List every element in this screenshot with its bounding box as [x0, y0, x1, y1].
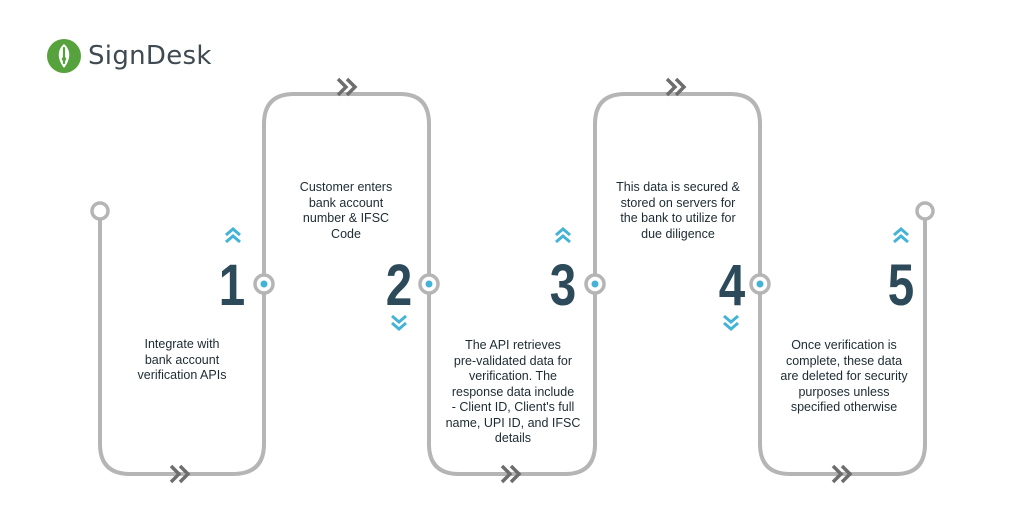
step-node-4 [749, 273, 771, 295]
direction-arrow-bottom-2 [500, 464, 522, 484]
step-3-line: details [494, 431, 532, 445]
step-number-5: 5 [888, 254, 914, 319]
direction-arrow-bottom-1 [169, 464, 191, 484]
pen-nib-leaf-icon [47, 39, 81, 73]
step-2-line: Code [331, 226, 361, 241]
chevron-down-icon-2 [391, 314, 407, 331]
step-4-line: stored on servers for [620, 195, 736, 210]
step-5-line: complete, these data [785, 353, 903, 368]
step-4-line: due diligence [641, 226, 715, 241]
chevron-up-icon-5 [893, 227, 909, 244]
step-1-line: Integrate with [144, 337, 220, 351]
step-description-4: This data is secured & stored on servers… [601, 180, 755, 242]
step-node-2 [418, 273, 440, 295]
direction-arrow-bottom-3 [831, 464, 853, 484]
step-2-line: number & IFSC [302, 211, 390, 225]
step-number-1: 1 [219, 254, 245, 319]
step-5-line: specified otherwise [790, 400, 898, 414]
step-number-2: 2 [386, 254, 412, 319]
step-description-1: Integrate with bank account verification… [112, 337, 252, 384]
step-2-line: Customer enters [299, 180, 393, 194]
step-3-line: - Client ID, Client's full [451, 400, 575, 414]
step-description-2: Customer enters bank account number & IF… [273, 180, 419, 242]
step-3-line: response data include [451, 384, 575, 399]
step-number-4: 4 [719, 254, 746, 319]
step-1-line: bank account [144, 352, 220, 367]
step-3-line: The API retrieves [465, 338, 561, 352]
chevron-up-icon-3 [555, 227, 571, 244]
step-4-line: the bank to utilize for [620, 211, 736, 225]
step-node-1 [253, 273, 275, 295]
step-node-3 [584, 273, 606, 295]
brand-name: SignDesk [88, 41, 212, 71]
end-node [915, 201, 935, 221]
direction-arrow-top-2 [665, 77, 687, 97]
step-4-line: This data is secured & [616, 180, 740, 194]
chevron-up-icon-1 [225, 227, 241, 244]
step-description-3: The API retrieves pre-validated data for… [437, 338, 589, 447]
step-5-line: purposes unless [798, 384, 890, 399]
step-5-line: Once verification is [791, 338, 897, 352]
step-number-3: 3 [550, 254, 576, 319]
step-3-line: pre-validated data for [453, 353, 573, 368]
step-3-line: name, UPI ID, and IFSC [445, 415, 581, 430]
step-1-line: verification APIs [137, 368, 227, 382]
direction-arrow-top-1 [336, 77, 358, 97]
step-5-line: are deleted for security [780, 369, 908, 383]
step-description-5: Once verification is complete, these dat… [768, 338, 920, 416]
step-2-line: bank account [308, 195, 384, 210]
signdesk-logo: SignDesk [46, 36, 212, 76]
start-node [90, 201, 110, 221]
chevron-down-icon-4 [723, 314, 739, 331]
step-3-line: verification. The [468, 369, 557, 383]
